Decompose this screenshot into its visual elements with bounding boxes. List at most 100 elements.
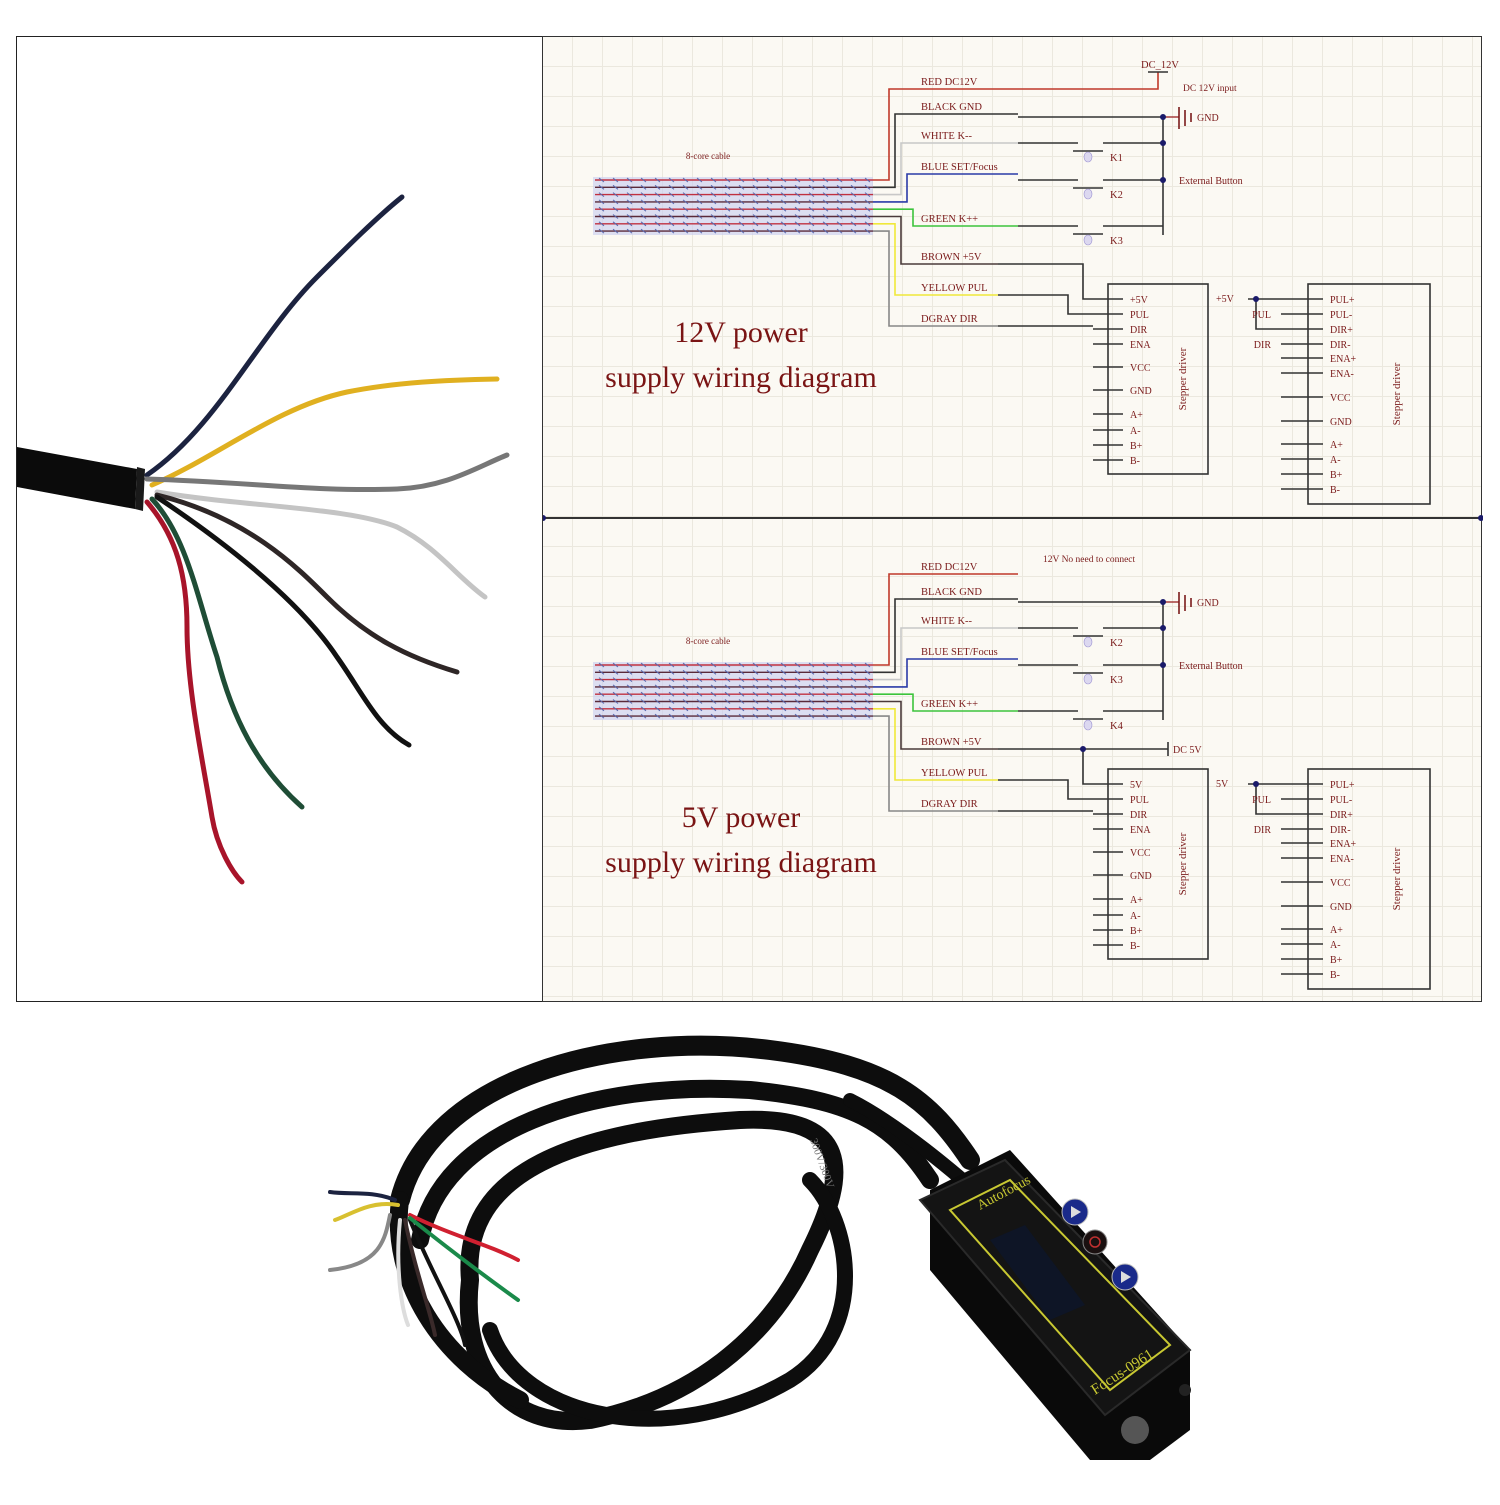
cable-twist-mark <box>850 199 857 205</box>
photo-wire-gray <box>144 452 510 493</box>
cable-twist-mark <box>696 192 703 197</box>
diagram-title-line2: supply wiring diagram <box>605 846 877 879</box>
cable-twist-mark <box>654 214 661 219</box>
cable-twist-mark <box>864 184 871 190</box>
cable-twist-mark <box>724 177 731 183</box>
cable-twist-mark <box>836 177 843 183</box>
autofocus-device: Autofocus Focus-0961 <box>918 1150 1192 1460</box>
wire-label: RED DC12V <box>921 77 978 88</box>
cable-twist-mark <box>682 192 689 197</box>
cable-twist-mark <box>724 706 731 712</box>
cable-twist-mark <box>738 677 745 682</box>
cable-twist-mark <box>738 669 745 675</box>
cable-twist-mark <box>752 192 759 197</box>
cable-twist-mark <box>780 221 787 227</box>
device-photo: 300V/300V Autofocus Focus-0961 <box>290 1020 1230 1500</box>
cable-twist-mark <box>864 699 871 704</box>
brown-to-driver <box>998 263 1093 300</box>
switch-actuator <box>1083 234 1093 246</box>
cable-twist-mark <box>598 691 605 697</box>
driver1-pin-label: VCC <box>1130 848 1151 859</box>
set-focus-button[interactable] <box>1082 1229 1108 1255</box>
cable-twist-mark <box>850 206 857 212</box>
cable-twist-mark <box>612 228 619 234</box>
cable-twist-mark <box>738 221 745 227</box>
supply-label: 5V <box>1216 779 1229 790</box>
cable-twist-mark <box>626 206 633 212</box>
driver2-pin-label: B+ <box>1330 955 1343 966</box>
cable-twist-mark <box>794 192 801 197</box>
cable-twist-mark <box>710 206 717 212</box>
power-note: DC 12V input <box>1183 84 1237 94</box>
cable-twist-mark <box>668 699 675 704</box>
junction-dot <box>1080 746 1086 752</box>
power-note: 12V No need to connect <box>1043 555 1136 565</box>
wire-label: BROWN +5V <box>921 252 982 263</box>
cable-twist-mark <box>864 684 871 690</box>
cable-twist-mark <box>640 662 647 668</box>
cable-twist-mark <box>696 199 703 205</box>
switch-label: K3 <box>1110 236 1123 247</box>
red-power-line <box>1018 72 1159 90</box>
cable-twist-mark <box>738 192 745 197</box>
cable-twist-mark <box>836 206 843 212</box>
loose-wire-ends <box>328 1190 520 1347</box>
cable-twist-mark <box>794 691 801 697</box>
cable-photo-panel <box>16 36 543 1002</box>
cable-twist-mark <box>682 699 689 704</box>
cable-twist-mark <box>808 684 815 690</box>
cable-twist-mark <box>850 214 857 219</box>
cable-twist-mark <box>850 669 857 675</box>
wire-label: RED DC12V <box>921 562 978 573</box>
cable-twist-mark <box>612 699 619 704</box>
cable-twist-mark <box>710 184 717 190</box>
cable-twist-mark <box>766 228 773 234</box>
cable-twist-mark <box>654 177 661 183</box>
cable-twist-mark <box>696 214 703 219</box>
cable-twist-mark <box>668 192 675 197</box>
cable-twist-mark <box>738 199 745 205</box>
cable-twist-mark <box>682 662 689 668</box>
junction-dot <box>1160 140 1166 146</box>
cable-twist-mark <box>724 662 731 668</box>
cable-twist-mark <box>626 699 633 704</box>
cable-twist-mark <box>696 691 703 697</box>
driver2-name: Stepper driver <box>1391 847 1403 910</box>
cable-twist-mark <box>654 713 661 719</box>
driver1-pin-label: DIR <box>1130 325 1148 336</box>
driver2-side-label-pul: PUL <box>1252 310 1271 321</box>
cable-twist-mark <box>640 214 647 219</box>
cable-twist-mark <box>724 206 731 212</box>
cable-twist-mark <box>696 221 703 227</box>
cable-twist-mark <box>766 177 773 183</box>
cable-twist-mark <box>598 669 605 675</box>
cable-twist-mark <box>864 214 871 219</box>
cable-twist-mark <box>766 699 773 704</box>
cable-twist-mark <box>850 699 857 704</box>
cable-twist-mark <box>864 221 871 227</box>
switch-label: K1 <box>1110 153 1123 164</box>
wire-label: WHITE K-- <box>921 616 973 627</box>
cable-twist-mark <box>612 214 619 219</box>
photo-wire-blue <box>144 194 405 478</box>
cable-twist-mark <box>696 669 703 675</box>
driver1-pin-label: B+ <box>1130 441 1143 452</box>
cable-jacket-end <box>135 467 145 511</box>
cable-twist-mark <box>724 192 731 197</box>
cable-twist-mark <box>612 221 619 227</box>
cable-twist-mark <box>864 192 871 197</box>
cable-twist-mark <box>724 684 731 690</box>
cable-twist-mark <box>738 662 745 668</box>
switch-actuator <box>1083 151 1093 163</box>
cable-twist-mark <box>808 228 815 234</box>
yellow-to-driver <box>998 779 1093 800</box>
cable-twist-mark <box>780 684 787 690</box>
cable-twist-mark <box>696 677 703 682</box>
cable-twist-mark <box>668 228 675 234</box>
cable-twist-mark <box>640 199 647 205</box>
wire-label: BLACK GND <box>921 587 982 598</box>
cable-twist-mark <box>752 677 759 682</box>
cable-twist-mark <box>836 192 843 197</box>
cable-twist-mark <box>668 691 675 697</box>
